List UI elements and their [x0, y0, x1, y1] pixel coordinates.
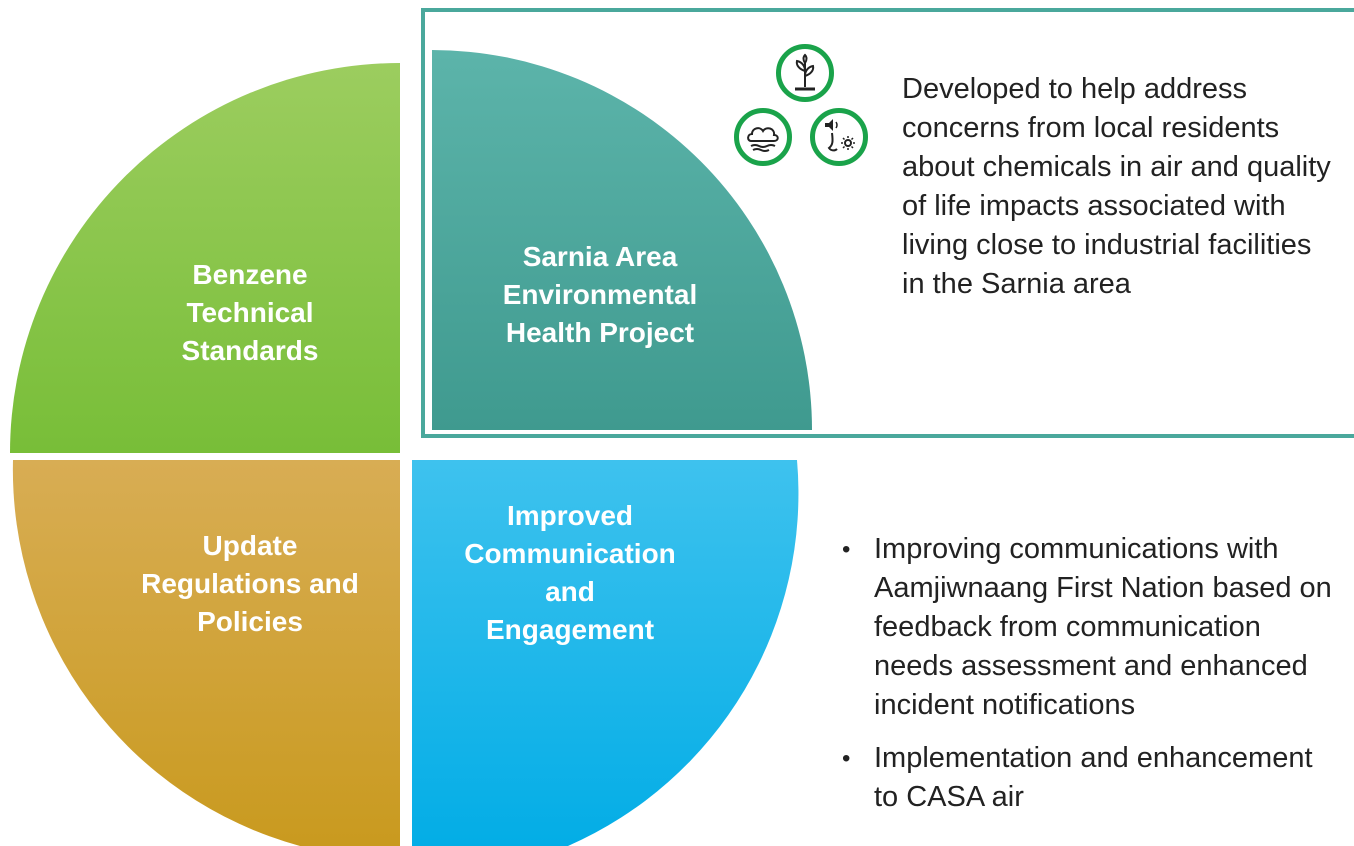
label-improved-communication-and-engagement: Improved Communication and Engagement: [464, 500, 676, 645]
label-update-regulations-and-policies: Update Regulations and Policies: [141, 530, 359, 637]
quadrant-top-left: [10, 63, 400, 453]
bullet-dot: •: [842, 745, 851, 772]
plant-icon: [776, 44, 834, 102]
quadrant-bottom-left: [12, 460, 401, 846]
bullet-item: • Improving communications with Aamjiwna…: [818, 530, 1338, 725]
environment-icon-cluster: [734, 44, 876, 176]
bullet-dot: •: [842, 536, 851, 563]
bullet-item: • Implementation and enhancement to CASA…: [818, 739, 1338, 817]
quadrant-top-right: [432, 50, 812, 430]
bullet-text: Implementation and enhancement to CASA a…: [874, 742, 1313, 813]
quadrant-diagram: [10, 50, 812, 846]
label-benzene-technical-standards: Benzene Technical Standards: [181, 259, 319, 366]
communication-bullet-list: • Improving communications with Aamjiwna…: [818, 530, 1338, 831]
label-sarnia-area-environmental-health-project: Sarnia Area Environmental Health Project: [502, 241, 698, 348]
quadrant-bottom-right: [412, 460, 799, 846]
nose-sound-sun-icon: [810, 108, 868, 166]
cloud-water-icon: [734, 108, 792, 166]
project-description: Developed to help address concerns from …: [902, 73, 1331, 300]
bullet-text: Improving communications with Aamjiwnaan…: [874, 533, 1332, 721]
